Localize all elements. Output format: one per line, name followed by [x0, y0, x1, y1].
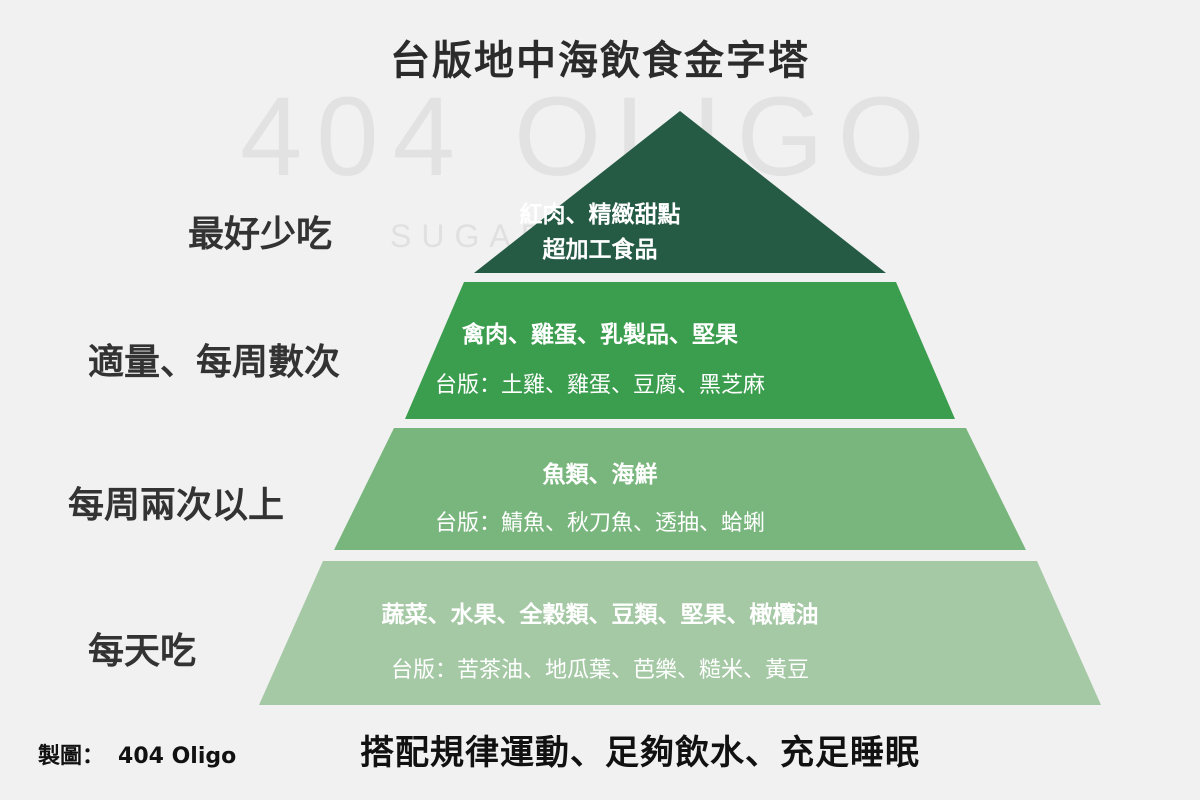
footer-note: 搭配規律運動、足夠飲水、充足睡眠 — [360, 733, 920, 773]
tier-label-daily: 每天吃 — [88, 631, 197, 672]
tier-0-main-text: 紅肉、精緻甜點 — [519, 202, 681, 228]
watermark-logo: 404 OLIGO — [240, 74, 939, 199]
tier-label-twice-weekly: 每周兩次以上 — [68, 485, 285, 526]
tier-label-avoid: 最好少吃 — [188, 214, 333, 255]
tier-2-sub-text: 台版：鯖魚、秋刀魚、透抽、蛤蜊 — [434, 511, 765, 536]
tier-0-shape — [474, 111, 886, 273]
credit-line: 製圖： 404 Oligo — [38, 738, 250, 770]
page-title: 台版地中海飲食金字塔 — [390, 38, 810, 84]
tier-2-main-text: 魚類、海鮮 — [542, 462, 658, 488]
credit-label: 製圖： — [38, 744, 105, 769]
tier-3-shape — [259, 561, 1101, 705]
tier-1-sub-text: 台版：土雞、雞蛋、豆腐、黑芝麻 — [434, 373, 765, 398]
tier-3-sub-text: 台版：苦茶油、地瓜葉、芭樂、糙米、黃豆 — [390, 658, 809, 683]
tier-0-sub-text: 超加工食品 — [542, 237, 658, 263]
tier-2-shape — [334, 428, 1026, 550]
tier-3-main-text: 蔬菜、水果、全穀類、豆類、堅果、橄欖油 — [381, 602, 819, 628]
tier-label-moderate: 適量、每周數次 — [88, 342, 341, 383]
credit-name: 404 Oligo — [118, 744, 237, 769]
tier-1-shape — [405, 282, 955, 419]
tier-1-main-text: 禽肉、雞蛋、乳製品、堅果 — [462, 322, 738, 348]
